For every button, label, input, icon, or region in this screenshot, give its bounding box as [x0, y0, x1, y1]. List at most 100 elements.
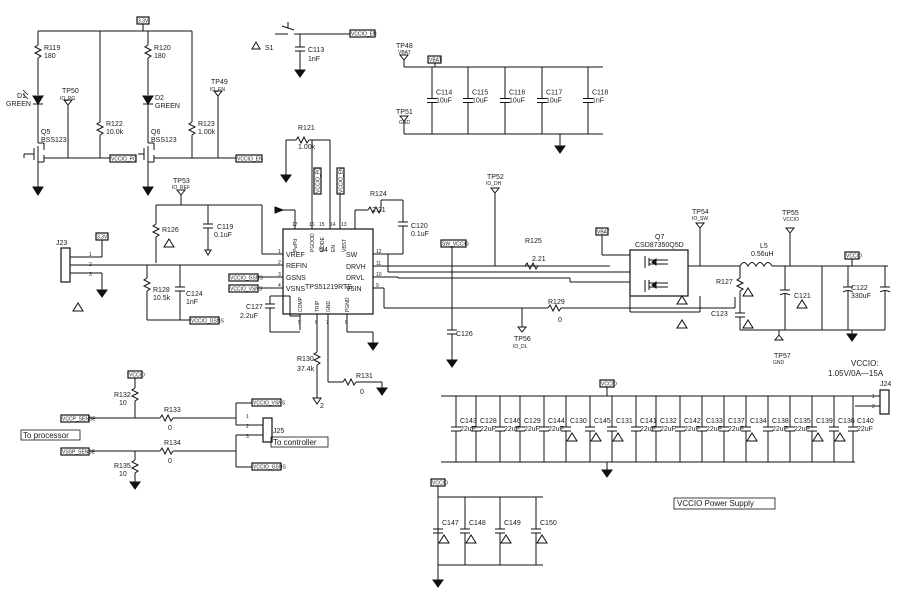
svg-text:37.4k: 37.4k — [297, 366, 315, 373]
svg-text:IO_PG: IO_PG — [60, 96, 75, 102]
svg-text:C123: C123 — [711, 311, 728, 318]
cap-ref: C143 — [460, 418, 477, 425]
testpoint-tp49[interactable] — [212, 90, 224, 97]
pin-number: 13 — [341, 222, 347, 228]
svg-text:TP53: TP53 — [173, 178, 190, 185]
to-processor-label: To processor — [23, 431, 69, 440]
svg-text:GND: GND — [773, 360, 785, 366]
cap-ref: C144 — [548, 418, 565, 425]
svg-text:330uF: 330uF — [851, 293, 871, 300]
svg-text:VCCIO: VCCIO — [432, 481, 448, 487]
svg-text:J25: J25 — [273, 428, 284, 435]
svg-text:R134: R134 — [164, 440, 181, 447]
bypass-cap: C147 — [433, 497, 459, 565]
pin-name: PGOOD — [310, 233, 316, 252]
svg-text:1.00k: 1.00k — [198, 129, 216, 136]
svg-text:1nF: 1nF — [186, 299, 198, 306]
resistor-r130 — [312, 351, 322, 366]
warning-icon — [566, 432, 578, 442]
pin-name: SW — [346, 252, 358, 259]
svg-text:VCCIO_EN: VCCIO_EN — [351, 32, 377, 38]
svg-text:R128: R128 — [153, 287, 170, 294]
cap-ref: C147 — [442, 520, 459, 527]
u4-left-wiring: TP53 IO_REF R126 C119 0.1uF J23 1 2 3 3.… — [56, 178, 388, 410]
warning-icon — [612, 432, 624, 442]
pin-name: VSNS — [286, 286, 305, 293]
net-flag-vccio-gsns-j25 — [251, 462, 282, 471]
connector-j23[interactable] — [60, 247, 71, 283]
output-cap-bank: VCCIO C14322uFC12822uFC14622uFC12922uFC1… — [441, 379, 874, 478]
pin-name: DRVH — [346, 264, 366, 271]
cap-value: 10uF — [436, 98, 452, 105]
cap-ref: C138 — [772, 418, 789, 425]
pin-name: PwPd — [293, 239, 299, 252]
cap-value: 22uF — [772, 426, 788, 433]
testpoint-tp55[interactable] — [784, 227, 796, 234]
cap-value: 22uF — [548, 426, 564, 433]
cap-ref: C135 — [794, 418, 811, 425]
power-stage: TP52 IO_DH R125 2.21 R129 0 SW_VCCIO C12… — [373, 174, 891, 368]
svg-text:0: 0 — [168, 425, 172, 432]
ground-symbol — [294, 69, 306, 78]
testpoint-tp50[interactable] — [62, 99, 74, 106]
cap-ref: C133 — [706, 418, 723, 425]
svg-text:VCCIO_PG: VCCIO_PG — [316, 167, 322, 193]
pin-name: VBST — [342, 239, 348, 252]
warning-icon — [536, 534, 548, 544]
cap-value: 22uF — [504, 426, 520, 433]
testpoint-tp56[interactable] — [516, 326, 528, 333]
svg-text:TP54: TP54 — [692, 209, 709, 216]
warning-icon — [742, 319, 754, 329]
pin-number: 2 — [278, 260, 281, 266]
svg-text:SW_VCCIO: SW_VCCIO — [442, 242, 469, 248]
cap-ref: C116 — [509, 90, 525, 97]
pin-name: DRVL — [346, 275, 365, 282]
testpoint-tp54[interactable] — [694, 222, 706, 229]
svg-text:S1: S1 — [265, 45, 274, 52]
cap-value: 10uF — [472, 98, 488, 105]
cap-value: 22uF — [794, 426, 810, 433]
svg-text:1nF: 1nF — [308, 56, 320, 63]
svg-text:VBAT: VBAT — [597, 230, 610, 236]
testpoint-tp57[interactable] — [773, 334, 785, 341]
connector-j25[interactable] — [262, 417, 273, 443]
svg-text:R130: R130 — [297, 356, 314, 363]
svg-text:IO_SW: IO_SW — [692, 216, 708, 222]
pin-name: EN — [331, 245, 337, 252]
testpoint-tp52[interactable] — [489, 187, 501, 194]
svg-text:0.1uF: 0.1uF — [214, 232, 232, 239]
net-flag-sw-vccio — [440, 239, 467, 248]
resistor-r122 — [95, 121, 105, 136]
output-cap: C136 — [829, 396, 855, 462]
svg-text:TP56: TP56 — [514, 336, 531, 343]
svg-text:180: 180 — [154, 53, 166, 60]
svg-text:R119: R119 — [44, 45, 60, 52]
svg-text:IO_EN: IO_EN — [210, 87, 225, 93]
svg-text:BSS123: BSS123 — [151, 137, 177, 144]
cap-ref: C129 — [524, 418, 541, 425]
svg-text:180: 180 — [44, 53, 56, 60]
cap-ref: C149 — [504, 520, 521, 527]
testpoint-tp51[interactable] — [398, 115, 410, 122]
mosfet-q6 — [138, 142, 155, 163]
warning-icon — [834, 432, 846, 442]
testpoint-tp53[interactable] — [175, 189, 187, 196]
svg-text:1: 1 — [246, 414, 249, 420]
resistor-r131 — [342, 377, 357, 387]
testpoint-tp48[interactable] — [398, 54, 410, 61]
led-d1 — [32, 95, 44, 105]
svg-text:C127: C127 — [246, 304, 263, 311]
connector-j24[interactable] — [879, 389, 890, 415]
net-flag-vccio-vsns-j25 — [251, 398, 282, 407]
svg-text:Q7: Q7 — [655, 234, 664, 241]
svg-text:VCCP_SENSE: VCCP_SENSE — [62, 417, 96, 423]
svg-text:TPS51219RTE: TPS51219RTE — [305, 284, 352, 291]
cap-ref: C150 — [540, 520, 557, 527]
